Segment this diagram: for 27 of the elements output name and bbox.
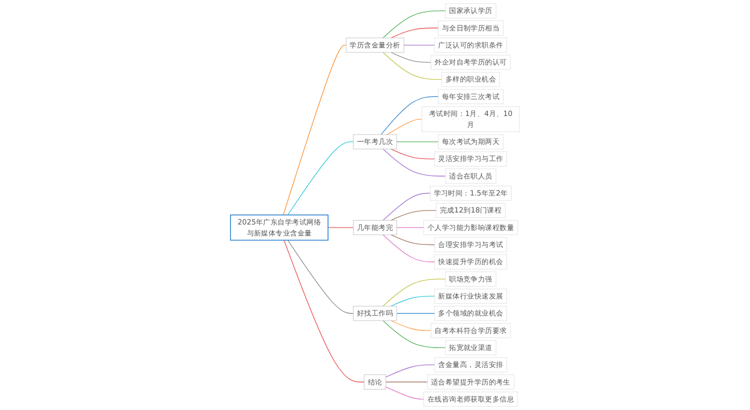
connector <box>396 141 439 142</box>
connector <box>386 118 422 135</box>
connector <box>396 227 424 228</box>
connector <box>382 192 431 221</box>
connector <box>382 234 435 262</box>
connector <box>382 52 442 80</box>
connector <box>382 320 446 348</box>
connector <box>404 44 435 46</box>
connector <box>386 386 424 400</box>
connector <box>390 320 432 331</box>
connector <box>390 148 435 160</box>
connector <box>380 96 439 135</box>
connector <box>382 10 446 38</box>
connector <box>287 141 354 216</box>
connector <box>328 227 354 228</box>
connector <box>287 240 354 314</box>
connector <box>390 234 435 246</box>
connector <box>390 210 437 221</box>
connector <box>390 28 439 38</box>
connector <box>390 296 435 306</box>
connector <box>386 364 435 378</box>
connector <box>382 148 446 176</box>
connector <box>282 44 346 216</box>
connector <box>390 52 432 63</box>
connector <box>284 240 364 382</box>
connector <box>396 313 435 314</box>
connector <box>382 278 446 306</box>
